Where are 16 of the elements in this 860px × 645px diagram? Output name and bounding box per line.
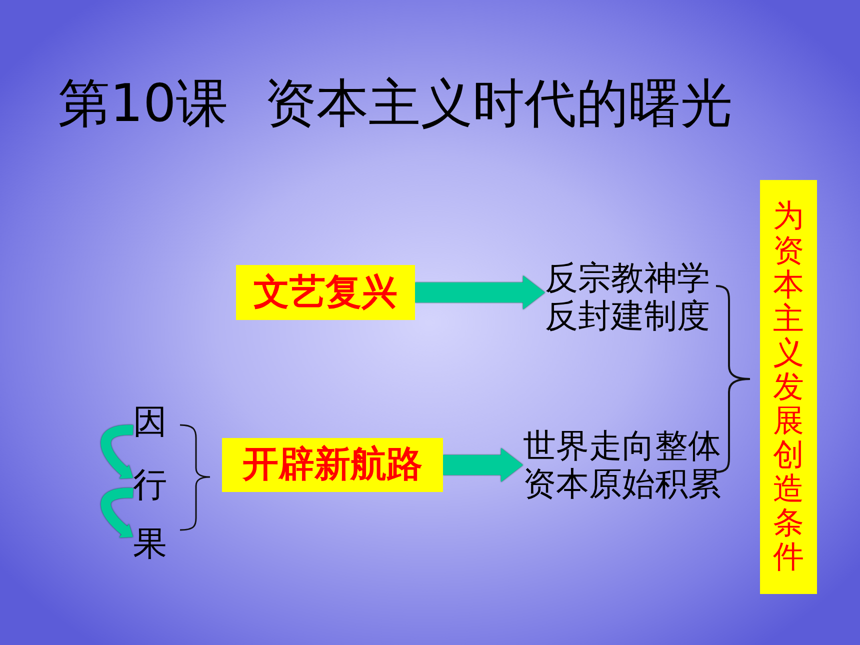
- title: 第10课 资本主义时代的曙光: [58, 78, 733, 130]
- vertical-text: 为资本主义发展创造条件: [773, 199, 804, 575]
- text-line: 资本原始积累: [523, 465, 721, 503]
- text-line: 世界走向整体: [523, 427, 721, 465]
- block-arrow: [443, 448, 523, 482]
- text-line: 反宗教神学: [545, 259, 710, 297]
- step-label: 因: [133, 405, 167, 439]
- highlight-box: [236, 265, 415, 320]
- topic-title: 文艺复兴: [254, 274, 398, 310]
- topic-title: 开辟新航路: [242, 447, 422, 483]
- highlight-box: [222, 438, 443, 492]
- text-line: 反封建制度: [545, 297, 710, 335]
- step-label: 果: [133, 527, 167, 561]
- step-label: 行: [133, 468, 167, 502]
- highlight-panel: [760, 180, 817, 594]
- block-arrow: [415, 276, 545, 310]
